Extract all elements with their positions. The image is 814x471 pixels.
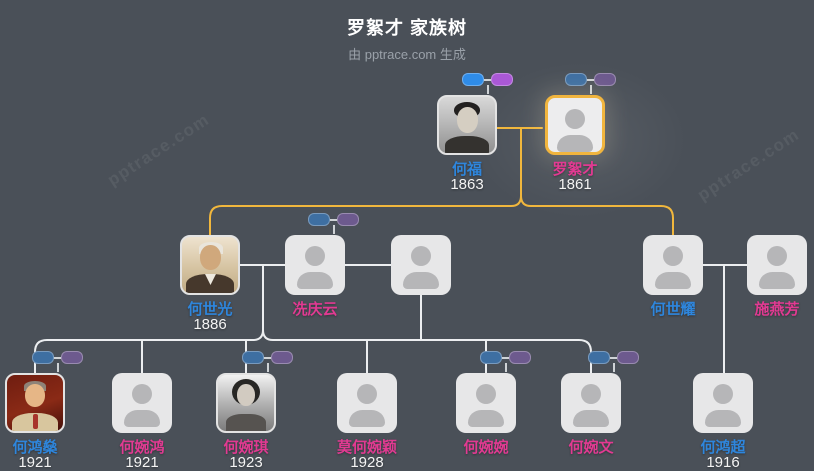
collapsed-relatives-connector xyxy=(504,363,507,372)
pill-connector-line xyxy=(484,78,491,81)
person-name: 莫何婉颖 xyxy=(336,439,397,456)
person-card-luoxucai[interactable] xyxy=(545,95,605,155)
person-card-stanleyho[interactable] xyxy=(5,373,65,433)
collapsed-male-node-icon[interactable] xyxy=(242,351,264,364)
person-name: 冼庆云 xyxy=(292,301,338,318)
person-name: 何婉琪 xyxy=(223,439,269,456)
collapsed-relatives-group xyxy=(565,73,616,94)
person-card-hoshikwong[interactable] xyxy=(180,235,240,295)
person-name: 何鸿超 xyxy=(700,439,746,456)
person-birth-year: 1861 xyxy=(558,176,592,193)
person-card-hohungchiu[interactable] xyxy=(693,373,753,433)
person-card-howanyuen[interactable] xyxy=(456,373,516,433)
person-silhouette-icon xyxy=(337,373,397,433)
person-silhouette-icon xyxy=(456,373,516,433)
person-photo-art xyxy=(200,245,221,270)
collapsed-male-node-icon[interactable] xyxy=(480,351,502,364)
person-birth-year: 1863 xyxy=(450,176,484,193)
collapsed-female-node-icon[interactable] xyxy=(337,213,359,226)
person-silhouette-icon xyxy=(693,373,753,433)
person-silhouette-icon xyxy=(285,235,345,295)
person-silhouette-icon xyxy=(643,235,703,295)
person-birth-year: 1923 xyxy=(229,454,263,471)
person-name: 何鸿燊 xyxy=(12,439,58,456)
person-name: 何福 xyxy=(451,161,482,178)
collapsed-relatives-group xyxy=(308,213,359,234)
person-card-siyinfong[interactable] xyxy=(747,235,807,295)
person-name: 何世耀 xyxy=(650,301,696,318)
collapsed-male-node-icon[interactable] xyxy=(588,351,610,364)
person-photo-art xyxy=(25,384,45,407)
person-silhouette-icon xyxy=(561,373,621,433)
person-card-unnamed[interactable] xyxy=(391,235,451,295)
person-name: 何世光 xyxy=(187,301,233,318)
collapsed-relatives-group xyxy=(588,351,639,372)
collapsed-female-node-icon[interactable] xyxy=(271,351,293,364)
collapsed-female-node-icon[interactable] xyxy=(617,351,639,364)
collapsed-relatives-group xyxy=(480,351,531,372)
person-silhouette-icon xyxy=(112,373,172,433)
collapsed-relatives-group xyxy=(32,351,83,372)
person-card-hofu[interactable] xyxy=(437,95,497,155)
page-title: 罗絮才 家族树 xyxy=(346,18,467,38)
collapsed-female-node-icon[interactable] xyxy=(594,73,616,86)
collapsed-relatives-connector xyxy=(56,363,59,372)
collapsed-female-node-icon[interactable] xyxy=(491,73,513,86)
collapsed-female-node-icon[interactable] xyxy=(509,351,531,364)
person-photo-art xyxy=(226,414,266,431)
collapsed-relatives-group xyxy=(462,73,513,94)
collapsed-relatives-connector xyxy=(612,363,615,372)
collapsed-male-node-icon[interactable] xyxy=(565,73,587,86)
collapsed-relatives-group xyxy=(242,351,293,372)
pill-connector-line xyxy=(264,356,271,359)
page-subtitle: 由 pptrace.com 生成 xyxy=(348,47,466,62)
person-name: 罗絮才 xyxy=(552,161,598,178)
pill-connector-line xyxy=(587,78,594,81)
pill-connector-line xyxy=(54,356,61,359)
collapsed-male-node-icon[interactable] xyxy=(32,351,54,364)
person-card-sinhingwan[interactable] xyxy=(285,235,345,295)
person-card-howanman[interactable] xyxy=(561,373,621,433)
collapsed-relatives-connector xyxy=(589,85,592,94)
person-photo-art xyxy=(237,384,255,406)
person-name: 何婉鸿 xyxy=(119,439,165,456)
collapsed-relatives-connector xyxy=(332,225,335,234)
person-name: 施燕芳 xyxy=(754,301,800,318)
pill-connector-line xyxy=(330,218,337,221)
pill-connector-line xyxy=(610,356,617,359)
person-card-mokhowanwing[interactable] xyxy=(337,373,397,433)
collapsed-male-node-icon[interactable] xyxy=(308,213,330,226)
pill-connector-line xyxy=(502,356,509,359)
person-photo-art xyxy=(33,414,38,429)
person-photo-art xyxy=(205,274,216,285)
collapsed-female-node-icon[interactable] xyxy=(61,351,83,364)
person-name: 何婉婉 xyxy=(463,439,509,456)
person-name: 何婉文 xyxy=(568,439,614,456)
person-silhouette-icon xyxy=(548,98,602,152)
collapsed-male-node-icon[interactable] xyxy=(462,73,484,86)
collapsed-relatives-connector xyxy=(486,85,489,94)
person-photo-art xyxy=(445,136,489,153)
person-silhouette-icon xyxy=(747,235,807,295)
person-photo-art xyxy=(457,107,478,133)
person-card-howanhung[interactable] xyxy=(112,373,172,433)
person-card-hoshiyiu[interactable] xyxy=(643,235,703,295)
collapsed-relatives-connector xyxy=(266,363,269,372)
person-birth-year: 1886 xyxy=(193,316,227,333)
person-card-howankei[interactable] xyxy=(216,373,276,433)
person-birth-year: 1916 xyxy=(706,454,740,471)
person-silhouette-icon xyxy=(391,235,451,295)
